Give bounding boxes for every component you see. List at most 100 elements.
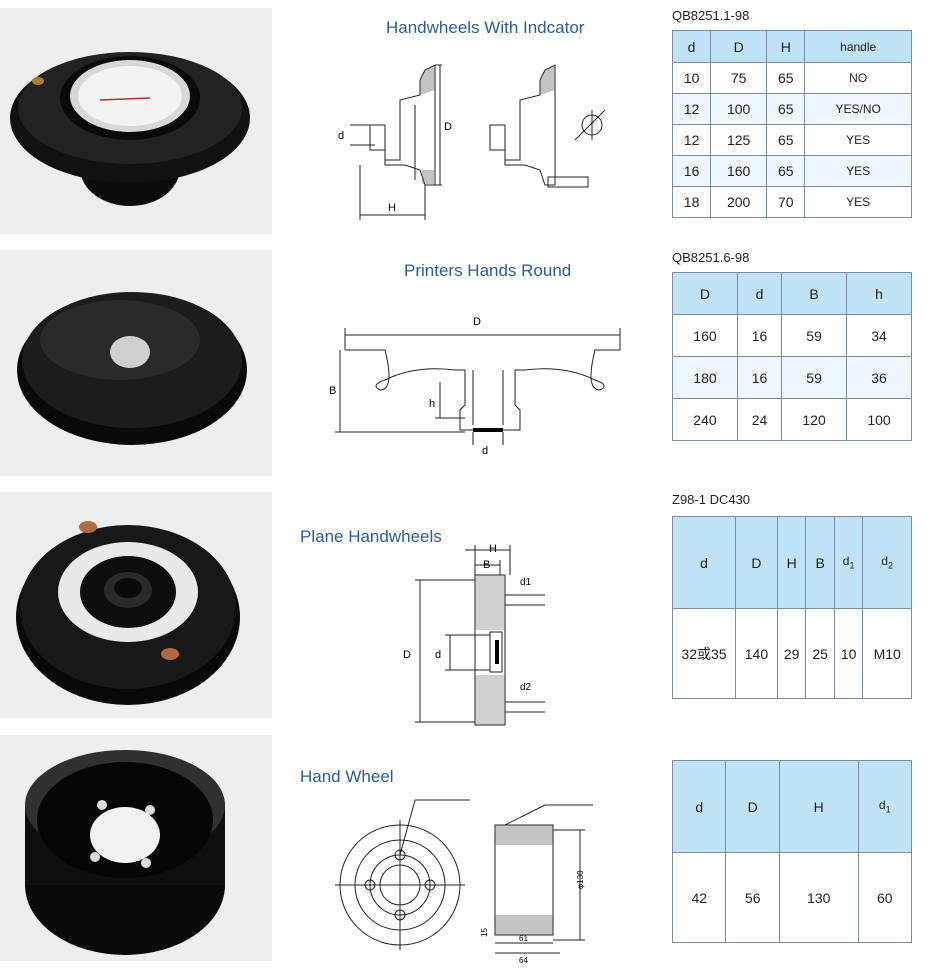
table-header: H bbox=[766, 30, 806, 63]
table-cell: 160 bbox=[710, 155, 768, 187]
table-header: D bbox=[735, 516, 778, 609]
table-header: d bbox=[671, 30, 712, 63]
table-cell: 120 bbox=[781, 398, 848, 441]
table-cell: 125 bbox=[710, 124, 768, 156]
table-row: 240 24 120 100 bbox=[672, 398, 912, 441]
product-photo-handwheel-indicator bbox=[0, 8, 272, 234]
technical-drawing: D B h d bbox=[329, 316, 621, 457]
product-photo-plane-handwheel bbox=[0, 492, 272, 718]
table-cell: 56 bbox=[725, 852, 780, 943]
table-cell: 24 bbox=[736, 398, 783, 441]
standard-code: Z98-1 DC430 bbox=[672, 492, 751, 507]
table-cell: YES bbox=[804, 186, 912, 218]
table-cell: 12 bbox=[671, 124, 712, 156]
table-cell: 65 bbox=[766, 93, 806, 125]
table-cell: YES/NO bbox=[804, 93, 912, 125]
table-cell: 200 bbox=[710, 186, 768, 218]
table-cell: 42 bbox=[671, 852, 727, 943]
table-cell: 16 bbox=[736, 356, 783, 399]
dim-label: h bbox=[429, 398, 435, 410]
table-row: 160 16 59 34 bbox=[672, 314, 912, 357]
spec-table: d D H d1 42 56 130 60 bbox=[671, 760, 912, 943]
section-title: Hand Wheel bbox=[300, 767, 394, 786]
table-cell: 34 bbox=[846, 314, 912, 357]
dim-label: φ130 bbox=[576, 870, 585, 889]
table-row: 12 125 65 YES bbox=[671, 124, 912, 156]
dim-label: 64 bbox=[519, 956, 528, 965]
table-cell: 100 bbox=[846, 398, 912, 441]
dim-label: 61 bbox=[519, 934, 528, 943]
table-header: H bbox=[778, 760, 859, 853]
table-cell: 59 bbox=[781, 356, 848, 399]
table-header: d2 bbox=[862, 516, 912, 609]
table-cell: YES bbox=[804, 124, 912, 156]
table-cell: 59 bbox=[781, 314, 848, 357]
table-cell: 16 bbox=[736, 314, 783, 357]
table-cell: 130 bbox=[778, 852, 859, 943]
dim-label: D bbox=[403, 649, 411, 661]
table-cell: 36 bbox=[846, 356, 912, 399]
technical-drawing: 15 61 64 φ130 bbox=[335, 799, 593, 965]
dim-label: D bbox=[444, 121, 452, 133]
section-title: Plane Handwheels bbox=[300, 527, 442, 546]
table-header: h bbox=[846, 272, 912, 315]
spec-table: D d B h 160 16 59 34 180 16 59 36 240 24… bbox=[672, 272, 912, 441]
product-photo-printers-hand-round bbox=[0, 250, 272, 476]
table-cell: 29 bbox=[776, 608, 807, 699]
dim-label: d bbox=[338, 130, 344, 142]
dim-label: d bbox=[435, 649, 441, 661]
dim-label: d1 bbox=[520, 577, 532, 588]
dim-label: d bbox=[482, 445, 488, 457]
table-cell: 240 bbox=[672, 398, 738, 441]
table-cell: 70 bbox=[766, 186, 806, 218]
dim-label: H bbox=[388, 202, 396, 214]
table-header: d bbox=[736, 272, 783, 315]
dim-label: d2 bbox=[520, 682, 532, 693]
table-cell: 65 bbox=[766, 155, 806, 187]
table-cell: 180 bbox=[672, 356, 738, 399]
table-cell: 32或35 bbox=[672, 608, 736, 699]
table-header: d bbox=[672, 516, 736, 609]
standard-code: QB8251.1-98 bbox=[672, 8, 750, 23]
table-header: handle bbox=[804, 30, 912, 63]
section-title: Printers Hands Round bbox=[404, 261, 572, 280]
table-cell: 65 bbox=[766, 124, 806, 156]
table-row: 32或35 140 29 25 10 M10 bbox=[672, 608, 912, 699]
table-row: 16 160 65 YES bbox=[671, 155, 912, 187]
dim-label: 15 bbox=[480, 928, 489, 937]
table-cell: M10 bbox=[862, 608, 912, 699]
table-row: 12 100 65 YES/NO bbox=[671, 93, 912, 125]
table-header: D bbox=[672, 272, 738, 315]
table-cell: 18 bbox=[671, 186, 712, 218]
table-header: B bbox=[805, 516, 835, 609]
section-title: Handwheels With Indcator bbox=[386, 18, 585, 37]
table-header: d1 bbox=[833, 516, 864, 609]
dim-label: B bbox=[329, 385, 336, 397]
table-cell: 65 bbox=[766, 62, 806, 94]
table-header: D bbox=[710, 30, 768, 63]
dim-label: B bbox=[483, 559, 490, 571]
table-cell: 75 bbox=[710, 62, 768, 94]
table-header: D bbox=[725, 760, 780, 853]
spec-table: d D H handle 10 75 65 NO 12 100 65 YES/N… bbox=[671, 30, 912, 218]
table-row: 42 56 130 60 bbox=[671, 852, 912, 943]
table-cell: 140 bbox=[735, 608, 778, 699]
table-row: 10 75 65 NO bbox=[671, 62, 912, 94]
table-cell: 12 bbox=[671, 93, 712, 125]
table-cell: 160 bbox=[672, 314, 738, 357]
table-cell: 10 bbox=[833, 608, 864, 699]
dim-label: D bbox=[473, 316, 481, 328]
table-row: 180 16 59 36 bbox=[672, 356, 912, 399]
table-cell: 60 bbox=[857, 852, 912, 943]
dim-label: H bbox=[489, 543, 497, 555]
table-cell: 25 bbox=[805, 608, 835, 699]
table-cell: YES bbox=[804, 155, 912, 187]
table-header: d1 bbox=[857, 760, 912, 853]
table-header: B bbox=[781, 272, 848, 315]
table-cell: 16 bbox=[671, 155, 712, 187]
table-cell: 100 bbox=[710, 93, 768, 125]
product-photo-hand-wheel bbox=[0, 735, 272, 961]
technical-drawing: d D H bbox=[338, 64, 606, 220]
standard-code: QB8251.6-98 bbox=[672, 250, 750, 265]
table-row: 18 200 70 YES bbox=[671, 186, 912, 218]
